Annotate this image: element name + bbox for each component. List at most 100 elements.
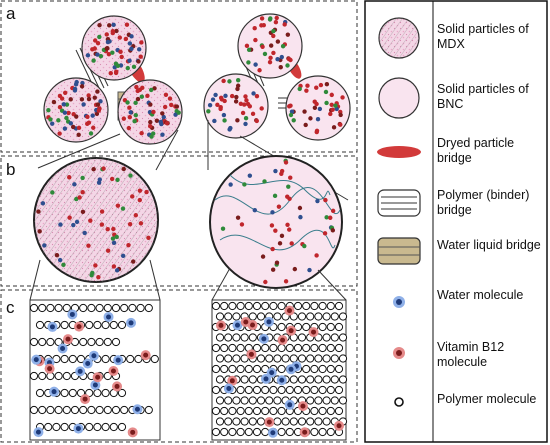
molecule-core: [114, 383, 120, 389]
polymer-molecule: [248, 417, 257, 426]
molecule-core: [287, 402, 293, 408]
mdx-particle-icon: [378, 17, 420, 59]
molecule-core: [286, 308, 292, 314]
particle-dot: [37, 229, 42, 234]
particle-dot: [238, 101, 244, 106]
particle-dot: [119, 54, 124, 60]
polymer-molecule: [277, 385, 286, 395]
particle-dot: [246, 60, 251, 65]
polymer-molecule: [60, 388, 69, 398]
particle-dot: [243, 115, 249, 121]
particle-dot: [111, 226, 116, 232]
polymer-molecule: [232, 333, 241, 342]
particle-dot: [135, 88, 140, 94]
molecule-core: [302, 429, 308, 435]
particle-dot: [272, 193, 278, 199]
particle-dot: [328, 215, 333, 220]
polymer-molecule: [228, 427, 237, 437]
particle-dot: [289, 109, 295, 114]
polymer-molecule: [244, 406, 253, 416]
polymer-molecule: [228, 343, 237, 353]
polymer-molecule: [326, 427, 335, 437]
particle-dot: [244, 98, 249, 103]
polymer-molecule: [281, 417, 290, 426]
polymer-molecule: [95, 337, 104, 347]
polymer-molecule: [224, 396, 233, 405]
polymer-molecule: [314, 354, 323, 363]
polymer-molecule: [240, 417, 249, 426]
particle-dot: [95, 102, 101, 107]
polymer-molecule: [215, 417, 225, 426]
polymer-molecule: [318, 322, 327, 332]
particle-dot: [254, 93, 260, 99]
particle-dot: [242, 102, 247, 107]
particle-dot: [80, 175, 85, 181]
polymer-molecule: [261, 343, 270, 353]
particle-dot: [110, 28, 116, 34]
particle-dot: [139, 40, 144, 45]
polymer-molecule: [224, 312, 233, 321]
particle-dot: [128, 173, 133, 178]
polymer-molecule: [215, 354, 225, 363]
polymer-molecule: [326, 385, 335, 395]
polymer-molecule: [302, 322, 311, 332]
legend-label-dried-bridge: Dryed particle bridge: [437, 136, 515, 165]
particle-dot: [111, 240, 117, 245]
polymer-molecule: [228, 406, 237, 416]
particle-dot: [329, 102, 334, 107]
particle-dot: [234, 94, 239, 100]
particle-dot: [323, 197, 328, 203]
polymer-molecule: [338, 312, 348, 321]
particle-dot: [99, 222, 105, 227]
particle-dot: [126, 242, 131, 248]
polymer-molecule: [215, 333, 225, 342]
particle-dot: [279, 233, 285, 239]
particle-dot: [245, 101, 251, 107]
particle-dot: [61, 102, 67, 107]
polymer-molecule: [240, 333, 249, 342]
molecule-core: [300, 403, 306, 409]
particle-dot: [96, 108, 102, 113]
polymer-molecule: [252, 406, 262, 416]
polymer-molecule: [215, 396, 225, 405]
polymer-molecule: [224, 417, 233, 426]
molecule-core: [250, 322, 256, 328]
particle-dot: [242, 182, 247, 187]
panel-label-a: a: [6, 4, 16, 23]
polymer-molecule: [322, 396, 331, 405]
polymer-molecule: [111, 337, 121, 347]
particle-dot: [105, 39, 111, 45]
particle-dot: [227, 79, 232, 84]
polymer-molecule: [306, 396, 315, 405]
polymer-molecule: [62, 371, 71, 381]
particle-dot: [273, 228, 278, 233]
polymer-molecule: [269, 406, 278, 416]
particle-dot: [80, 209, 86, 215]
particle-dot: [88, 131, 94, 136]
particle-dot: [126, 125, 132, 131]
particle-dot: [81, 102, 86, 107]
particle-dot: [268, 43, 274, 48]
particle-dot: [287, 196, 292, 202]
polymer-molecule: [293, 343, 303, 353]
particle-dot: [324, 215, 329, 220]
particle-dot: [91, 58, 96, 63]
polymer-molecule: [236, 301, 245, 311]
particle-dot: [324, 81, 330, 87]
dried-bridge-icon: [377, 146, 421, 158]
particle-dot: [114, 28, 119, 34]
particle-dot: [267, 59, 273, 65]
panel-label-c: c: [6, 298, 15, 317]
particle-dot: [213, 92, 218, 98]
polymer-molecule: [136, 303, 145, 313]
particle-dot: [304, 88, 309, 93]
polymer-molecule: [248, 333, 257, 342]
particle-dot: [229, 93, 235, 99]
polymer-molecule: [126, 354, 135, 364]
particle-dot: [125, 100, 130, 105]
polymer-molecule: [38, 337, 47, 347]
polymer-molecule: [326, 301, 335, 311]
polymer-molecule: [244, 427, 253, 437]
polymer-molecule: [54, 405, 63, 415]
polymer-molecule: [232, 396, 241, 405]
